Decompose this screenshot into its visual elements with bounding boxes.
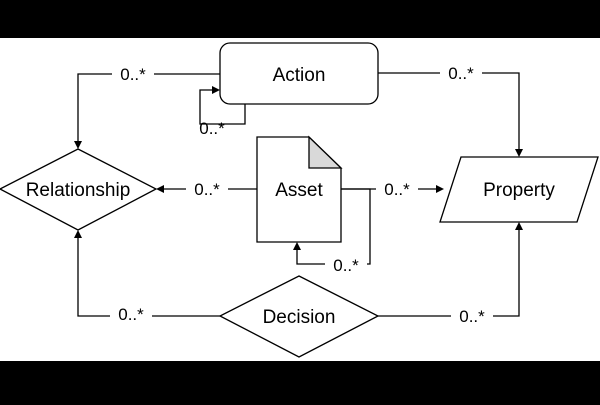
edge-action-relationship: 0..* xyxy=(74,64,220,149)
node-relationship-label: Relationship xyxy=(26,180,131,201)
edge-label-bg xyxy=(112,64,154,84)
node-asset-label: Asset xyxy=(275,180,323,201)
edge-action-self-arrowhead xyxy=(212,86,220,94)
edge-decision-relationship: 0..* xyxy=(74,230,220,324)
edge-decision-property-label: 0..* xyxy=(459,307,485,326)
node-decision[interactable]: Decision xyxy=(218,275,380,358)
edge-decision-relationship-label: 0..* xyxy=(118,305,144,324)
node-relationship-shape xyxy=(0,148,158,231)
edge-asset-relationship-label: 0..* xyxy=(194,180,220,199)
edge-asset-property-label: 0..* xyxy=(384,180,410,199)
edge-action-property: 0..* xyxy=(378,63,523,157)
edge-label-bg xyxy=(376,179,418,199)
edge-decision-relationship-arrowhead xyxy=(74,230,82,238)
edge-label-bg xyxy=(325,255,367,275)
node-decision-shape xyxy=(218,275,380,358)
node-property-label: Property xyxy=(483,180,555,201)
edge-action-property-line xyxy=(378,72,520,151)
edge-label-bg xyxy=(451,306,493,326)
edge-action-self: 0..* xyxy=(199,86,246,138)
edge-action-relationship-line xyxy=(77,73,220,143)
edge-asset-property-arrowhead xyxy=(436,185,444,193)
node-property[interactable]: Property xyxy=(439,156,599,223)
edge-asset-self: 0..* xyxy=(293,188,371,275)
edge-decision-property-line xyxy=(378,228,520,317)
edge-asset-self-line xyxy=(296,188,371,265)
node-asset[interactable]: Asset xyxy=(256,135,343,243)
node-asset-fold xyxy=(308,135,343,169)
edge-asset-relationship-arrowhead xyxy=(156,185,164,193)
edge-action-property-arrowhead xyxy=(515,149,523,157)
node-action-shape xyxy=(219,42,379,105)
edge-asset-relationship: 0..* xyxy=(156,179,257,199)
edge-action-self-label: 0..* xyxy=(199,119,225,138)
edge-action-self-line xyxy=(199,89,246,125)
edge-asset-self-arrowhead xyxy=(293,242,301,250)
node-property-shape xyxy=(439,156,599,223)
node-relationship[interactable]: Relationship xyxy=(0,148,158,231)
edge-label-bg xyxy=(110,304,152,324)
edge-decision-property: 0..* xyxy=(378,222,523,326)
edge-decision-property-arrowhead xyxy=(515,222,523,230)
edge-asset-self-label: 0..* xyxy=(333,256,359,275)
edge-decision-relationship-line xyxy=(77,236,220,317)
edge-label-bg xyxy=(440,63,482,83)
edge-action-relationship-arrowhead xyxy=(74,141,82,149)
edge-asset-property: 0..* xyxy=(341,179,444,199)
edge-action-property-label: 0..* xyxy=(448,64,474,83)
node-decision-label: Decision xyxy=(263,307,336,328)
edge-label-bg xyxy=(186,179,228,199)
node-action[interactable]: Action xyxy=(219,42,379,105)
node-action-label: Action xyxy=(273,65,326,86)
edge-action-relationship-label: 0..* xyxy=(120,65,146,84)
